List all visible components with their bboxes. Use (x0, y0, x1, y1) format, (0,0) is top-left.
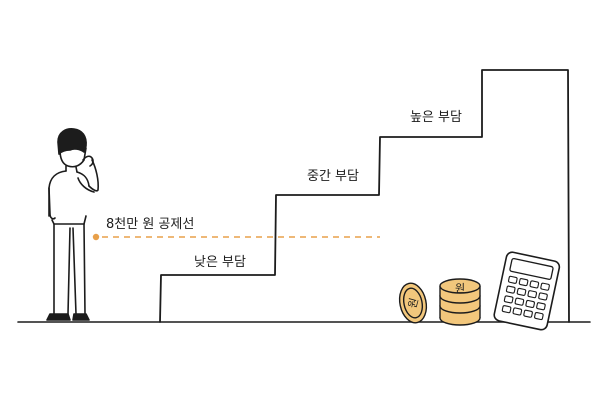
standing-coin-label: 원 (406, 297, 421, 310)
calculator-icon (493, 251, 561, 331)
step-label-mid: 중간 부담 (307, 169, 359, 184)
step-label-low: 낮은 부담 (194, 255, 246, 270)
step-label-high: 높은 부담 (410, 110, 462, 125)
coin-stack-label: 원 (455, 282, 465, 295)
standing-coin-icon (398, 282, 428, 324)
coin-stack-icon (439, 278, 481, 326)
staircase (159, 69, 570, 323)
thinking-person-icon (46, 128, 99, 321)
deduction-line-label: 8천만 원 공제선 (106, 217, 195, 232)
deduction-dashed-line (92, 233, 380, 241)
